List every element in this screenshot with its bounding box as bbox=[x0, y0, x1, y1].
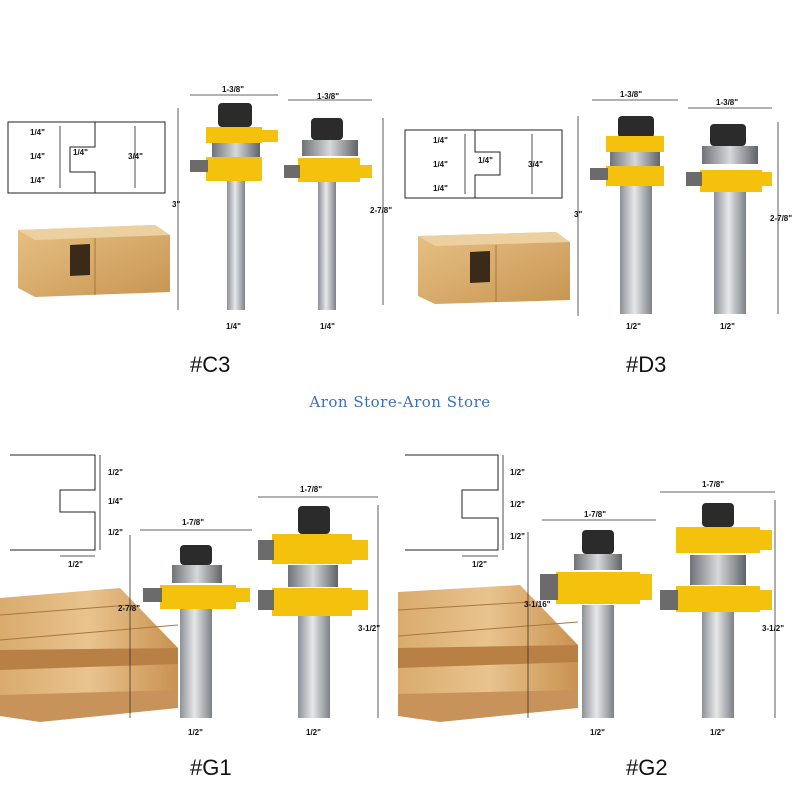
d3-shank-right: 1/2" bbox=[720, 322, 735, 331]
c3-shank-left: 1/4" bbox=[226, 322, 241, 331]
g1-profile-label-3: 1/2" bbox=[108, 528, 123, 537]
g2-profile-label-2: 1/2" bbox=[510, 500, 525, 509]
g2-width-right: 1-7/8" bbox=[702, 480, 725, 489]
c3-profile-label-3: 1/4" bbox=[73, 148, 88, 157]
g1-width-left: 1-7/8" bbox=[182, 518, 205, 527]
g2-width-left: 1-7/8" bbox=[584, 510, 607, 519]
g1-bit-right bbox=[258, 506, 368, 718]
panel-g1 bbox=[0, 454, 379, 722]
d3-profile-label-4: 1/4" bbox=[433, 184, 448, 193]
c3-bit-right bbox=[284, 118, 372, 310]
g2-shank-left: 1/2" bbox=[590, 728, 605, 737]
g1-profile-diagram bbox=[10, 454, 101, 557]
c3-height-right: 2-7/8" bbox=[370, 206, 393, 215]
g2-shank-right: 1/2" bbox=[710, 728, 725, 737]
g2-profile-label-1: 1/2" bbox=[510, 468, 525, 477]
c3-profile-label-2: 1/4" bbox=[30, 152, 45, 161]
g2-profile-diagram bbox=[405, 454, 504, 557]
panel-c3 bbox=[7, 94, 384, 310]
c3-model-label: #C3 bbox=[190, 352, 231, 377]
panel-d3 bbox=[404, 99, 779, 316]
d3-profile-label-5: 3/4" bbox=[528, 160, 543, 169]
g1-shank-left: 1/2" bbox=[188, 728, 203, 737]
g2-height-right: 3-1/2" bbox=[762, 624, 785, 633]
d3-bit-right bbox=[686, 124, 772, 314]
c3-shank-right: 1/4" bbox=[320, 322, 335, 331]
d3-profile-label-1: 1/4" bbox=[433, 136, 448, 145]
g2-bit-right bbox=[660, 503, 772, 718]
g1-profile-label-1: 1/2" bbox=[108, 468, 123, 477]
g2-bit-left bbox=[540, 530, 652, 718]
d3-profile-diagram bbox=[404, 129, 563, 199]
g1-profile-label-4: 1/2" bbox=[68, 560, 83, 569]
g2-profile-label-3: 1/2" bbox=[510, 532, 525, 541]
d3-wood-block bbox=[418, 232, 570, 304]
g2-height-left: 3-1/16" bbox=[524, 600, 551, 609]
d3-shank-left: 1/2" bbox=[626, 322, 641, 331]
c3-profile-label-5: 3/4" bbox=[128, 152, 143, 161]
g1-wood-boards bbox=[0, 588, 179, 722]
c3-wood-block bbox=[18, 225, 170, 297]
d3-profile-label-3: 1/4" bbox=[478, 156, 493, 165]
d3-height-left: 3" bbox=[574, 210, 583, 219]
d3-model-label: #D3 bbox=[626, 352, 667, 377]
c3-profile-diagram bbox=[7, 121, 166, 194]
c3-bit-left bbox=[190, 103, 278, 310]
store-watermark: Aron Store-Aron Store bbox=[309, 393, 491, 411]
d3-height-right: 2-7/8" bbox=[770, 214, 793, 223]
g1-shank-right: 1/2" bbox=[306, 728, 321, 737]
g1-profile-label-2: 1/4" bbox=[108, 497, 123, 506]
c3-width-left: 1-3/8" bbox=[222, 85, 245, 94]
panel-g2 bbox=[397, 454, 776, 722]
c3-profile-label-1: 1/4" bbox=[30, 128, 45, 137]
g1-width-right: 1-7/8" bbox=[300, 485, 323, 494]
c3-width-right: 1-3/8" bbox=[317, 92, 340, 101]
c3-profile-label-4: 1/4" bbox=[30, 176, 45, 185]
g2-wood-boards bbox=[397, 585, 579, 722]
g1-height-right: 3-1/2" bbox=[358, 624, 381, 633]
g2-profile-label-4: 1/2" bbox=[472, 560, 487, 569]
d3-width-left: 1-3/8" bbox=[620, 90, 643, 99]
c3-height-left: 3" bbox=[172, 200, 181, 209]
g1-model-label: #G1 bbox=[190, 755, 232, 780]
g2-model-label: #G2 bbox=[626, 755, 668, 780]
d3-profile-label-2: 1/4" bbox=[433, 160, 448, 169]
g1-bit-left bbox=[143, 545, 250, 718]
d3-width-right: 1-3/8" bbox=[716, 98, 739, 107]
d3-bit-left bbox=[590, 116, 664, 314]
g1-height-left: 2-7/8" bbox=[118, 604, 141, 613]
